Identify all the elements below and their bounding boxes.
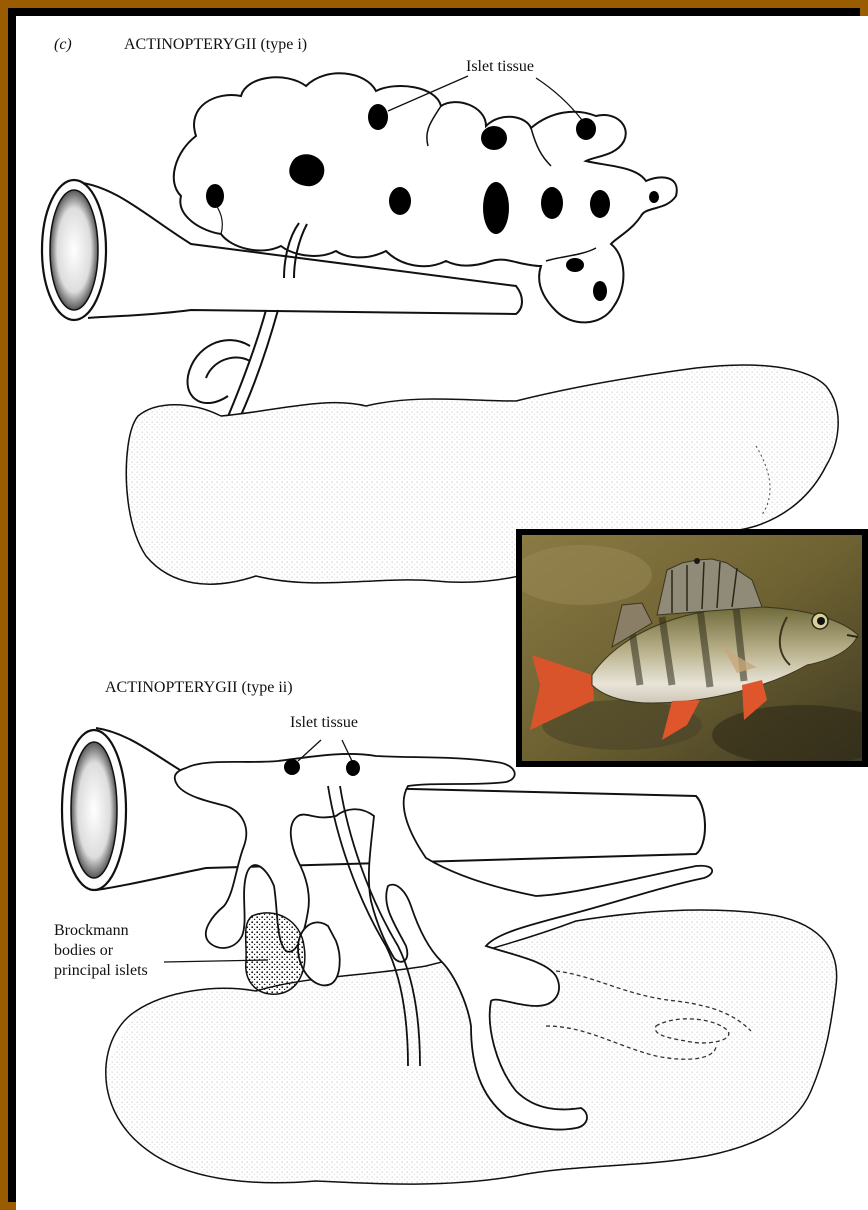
- brockmann-label-line-3: principal islets: [54, 962, 148, 980]
- perch-fish-photo: [516, 529, 868, 767]
- panel-letter: (c): [54, 36, 72, 54]
- brockmann-label-line-2: bodies or: [54, 942, 113, 960]
- brockmann-label-line-1: Brockmann: [54, 922, 129, 940]
- islet-tissue-label-type-ii: Islet tissue: [290, 714, 358, 732]
- perch-fish-icon: [522, 535, 862, 761]
- type-ii-title: ACTINOPTERYGII (type ii): [105, 679, 293, 697]
- islet-tissue-label-type-i: Islet tissue: [466, 58, 534, 76]
- figure-page: (c) ACTINOPTERYGII (type i) Islet tissue…: [16, 16, 868, 1210]
- type-i-title: ACTINOPTERYGII (type i): [124, 36, 307, 54]
